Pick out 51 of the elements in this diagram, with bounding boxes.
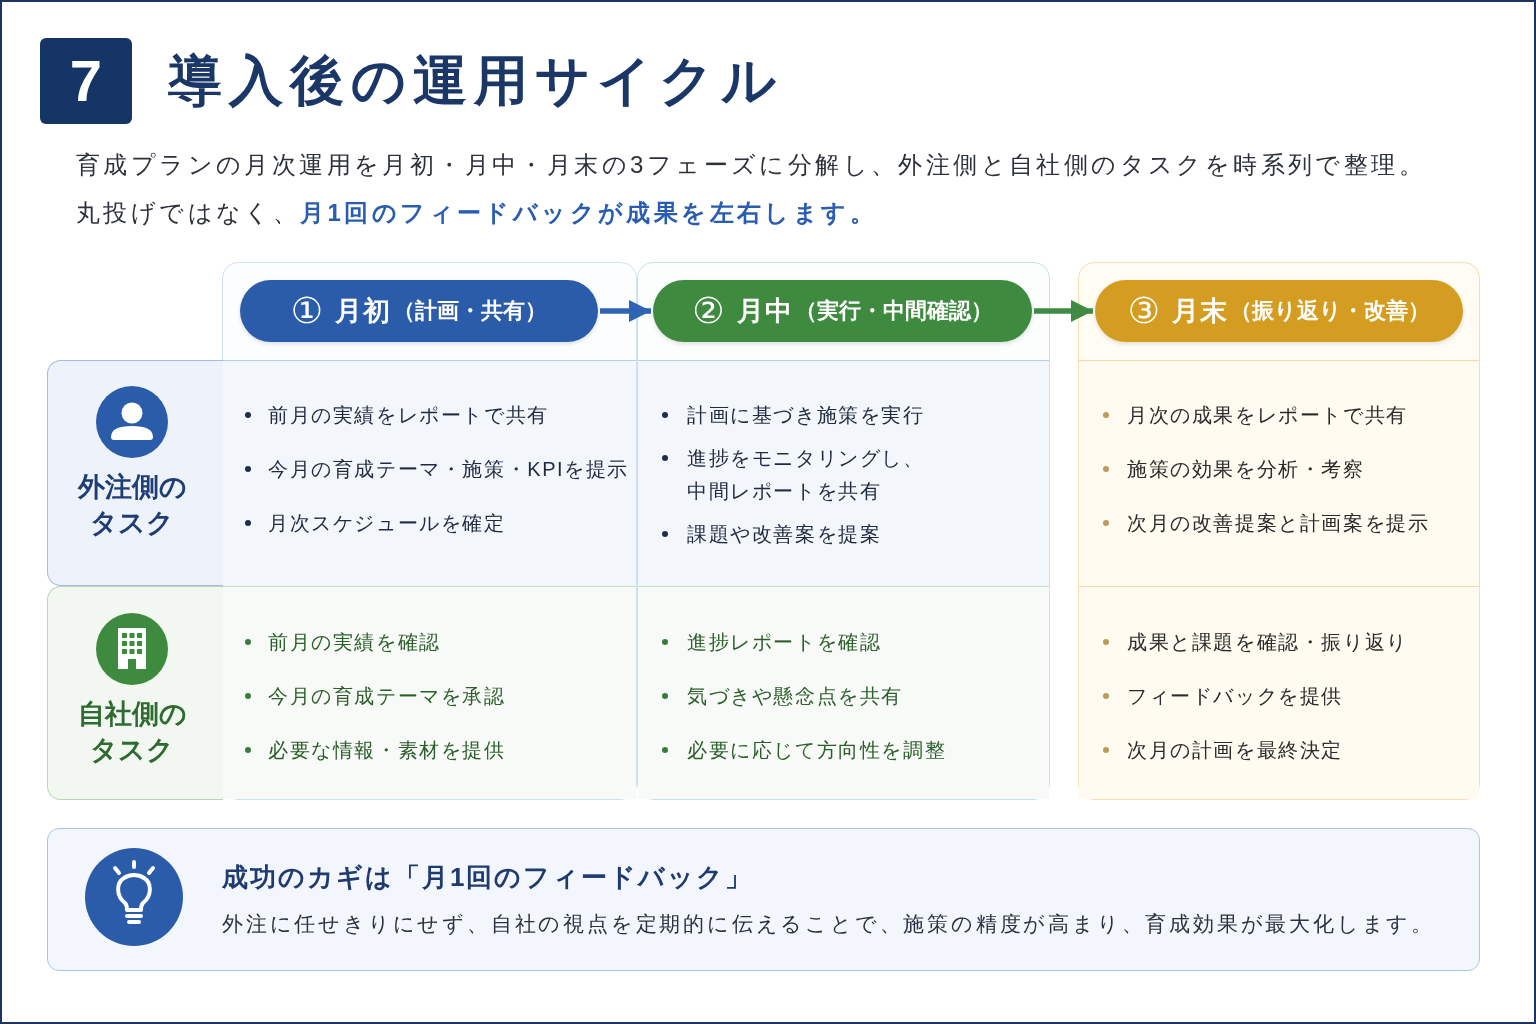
step-number: ② (692, 291, 725, 331)
task-item: 施策の効果を分析・考察 (1127, 457, 1365, 482)
task-item: 次月の改善提案と計画案を提示 (1127, 511, 1430, 536)
task-cell (223, 360, 636, 586)
task-item: 前月の実績をレポートで共有 (268, 403, 549, 428)
task-item: 次月の計画を最終決定 (1127, 738, 1343, 763)
step-number: ① (290, 291, 324, 331)
phase-pill (653, 280, 1032, 342)
task-item: 成果と課題を確認・振り返り (1127, 630, 1408, 655)
note-box (47, 828, 1480, 971)
task-item: フィードバックを提供 (1127, 684, 1343, 709)
column-panel (637, 262, 1050, 800)
task-cell (1079, 586, 1479, 799)
row-title: 外注側のタスク (76, 471, 188, 540)
task-cell (638, 586, 1049, 799)
column-panel (222, 262, 637, 800)
phase-note: （振り返り・改善） (1230, 297, 1431, 325)
task-item: 進捗をモニタリングし、中間レポートを共有 (687, 446, 926, 504)
column-panel (1078, 262, 1480, 800)
note-heading: 成功のカギは「月1回のフィードバック」 (222, 861, 754, 894)
step-number: ③ (1127, 291, 1161, 331)
note-text: 外注に任せきりにせず、自社の視点を定期的に伝えることで、施策の精度が高まり、育成効果が最大化します。 (222, 911, 1435, 937)
row-header (47, 586, 223, 800)
phase-name: 月初 (335, 295, 392, 328)
task-item: 今月の育成テーマ・施策・KPIを提示 (268, 457, 630, 482)
arrow (600, 300, 651, 322)
task-item: 進捗レポートを確認 (687, 630, 882, 655)
arrow (1034, 300, 1093, 322)
task-item: 前月の実績を確認 (268, 630, 441, 655)
task-item: 月次の成果をレポートで共有 (1127, 403, 1408, 428)
phase-pill (1095, 280, 1463, 342)
phase-name: 月末 (1172, 295, 1229, 328)
phase-note: （実行・中間確認） (794, 297, 993, 325)
phase-note: （計画・共有） (393, 297, 548, 325)
task-item: 今月の育成テーマを承認 (268, 684, 506, 709)
task-item: 必要に応じて方向性を調整 (687, 738, 947, 763)
task-item: 計画に基づき施策を実行 (687, 403, 925, 428)
page-title: 導入後の運用サイクル (168, 49, 783, 112)
section-number: 7 (40, 38, 132, 124)
row-header (47, 360, 223, 586)
task-item: 課題や改善案を提案 (687, 522, 882, 547)
task-cell (223, 586, 636, 799)
task-item: 必要な情報・素材を提供 (268, 738, 506, 763)
task-cell (638, 360, 1049, 586)
phase-name: 月中 (736, 295, 793, 328)
phase-pill (240, 280, 598, 342)
lead-text: 育成プランの月次運用を月初・月中・月末の3フェーズに分解し、外注側と自社側のタスクを時系列で整理。 (76, 150, 1426, 180)
task-item: 気づきや懸念点を共有 (687, 684, 903, 709)
row-title: 自社側のタスク (76, 698, 188, 767)
lead-text: 丸投げではなく、月1回のフィードバックが成果を左右します。 (76, 198, 877, 228)
task-item: 月次スケジュールを確定 (268, 511, 506, 536)
